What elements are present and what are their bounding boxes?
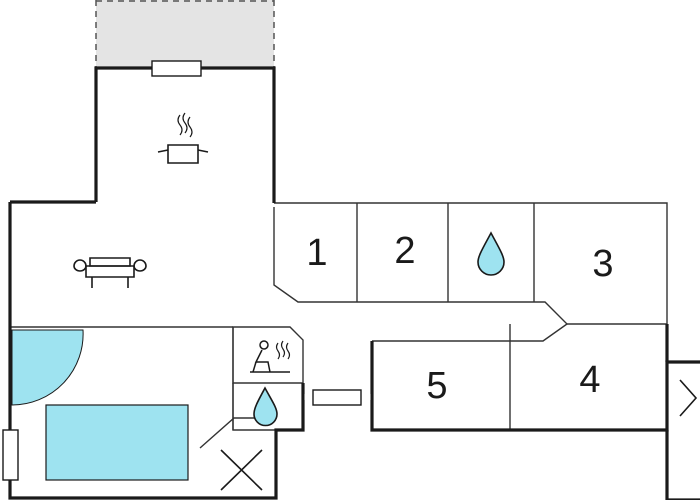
pool — [45, 404, 189, 481]
chevron-right-icon — [679, 379, 698, 417]
room-4-label: 4 — [579, 359, 600, 401]
water-drop-icon — [477, 231, 505, 276]
window-left — [2, 429, 19, 481]
passage-door — [301, 384, 374, 410]
room-5-label: 5 — [426, 365, 447, 407]
water-drop-icon — [253, 386, 278, 427]
pool-arc — [11, 329, 84, 406]
cross-box-icon — [220, 449, 263, 491]
sauna-icon — [250, 340, 291, 373]
terrace — [95, 0, 275, 68]
sofa-icon — [73, 257, 147, 288]
cooking-pot-icon — [157, 112, 209, 164]
window-top — [151, 60, 202, 77]
room-1-label: 1 — [306, 232, 327, 274]
room-3-label: 3 — [592, 243, 613, 285]
room-2-label: 2 — [394, 230, 415, 272]
